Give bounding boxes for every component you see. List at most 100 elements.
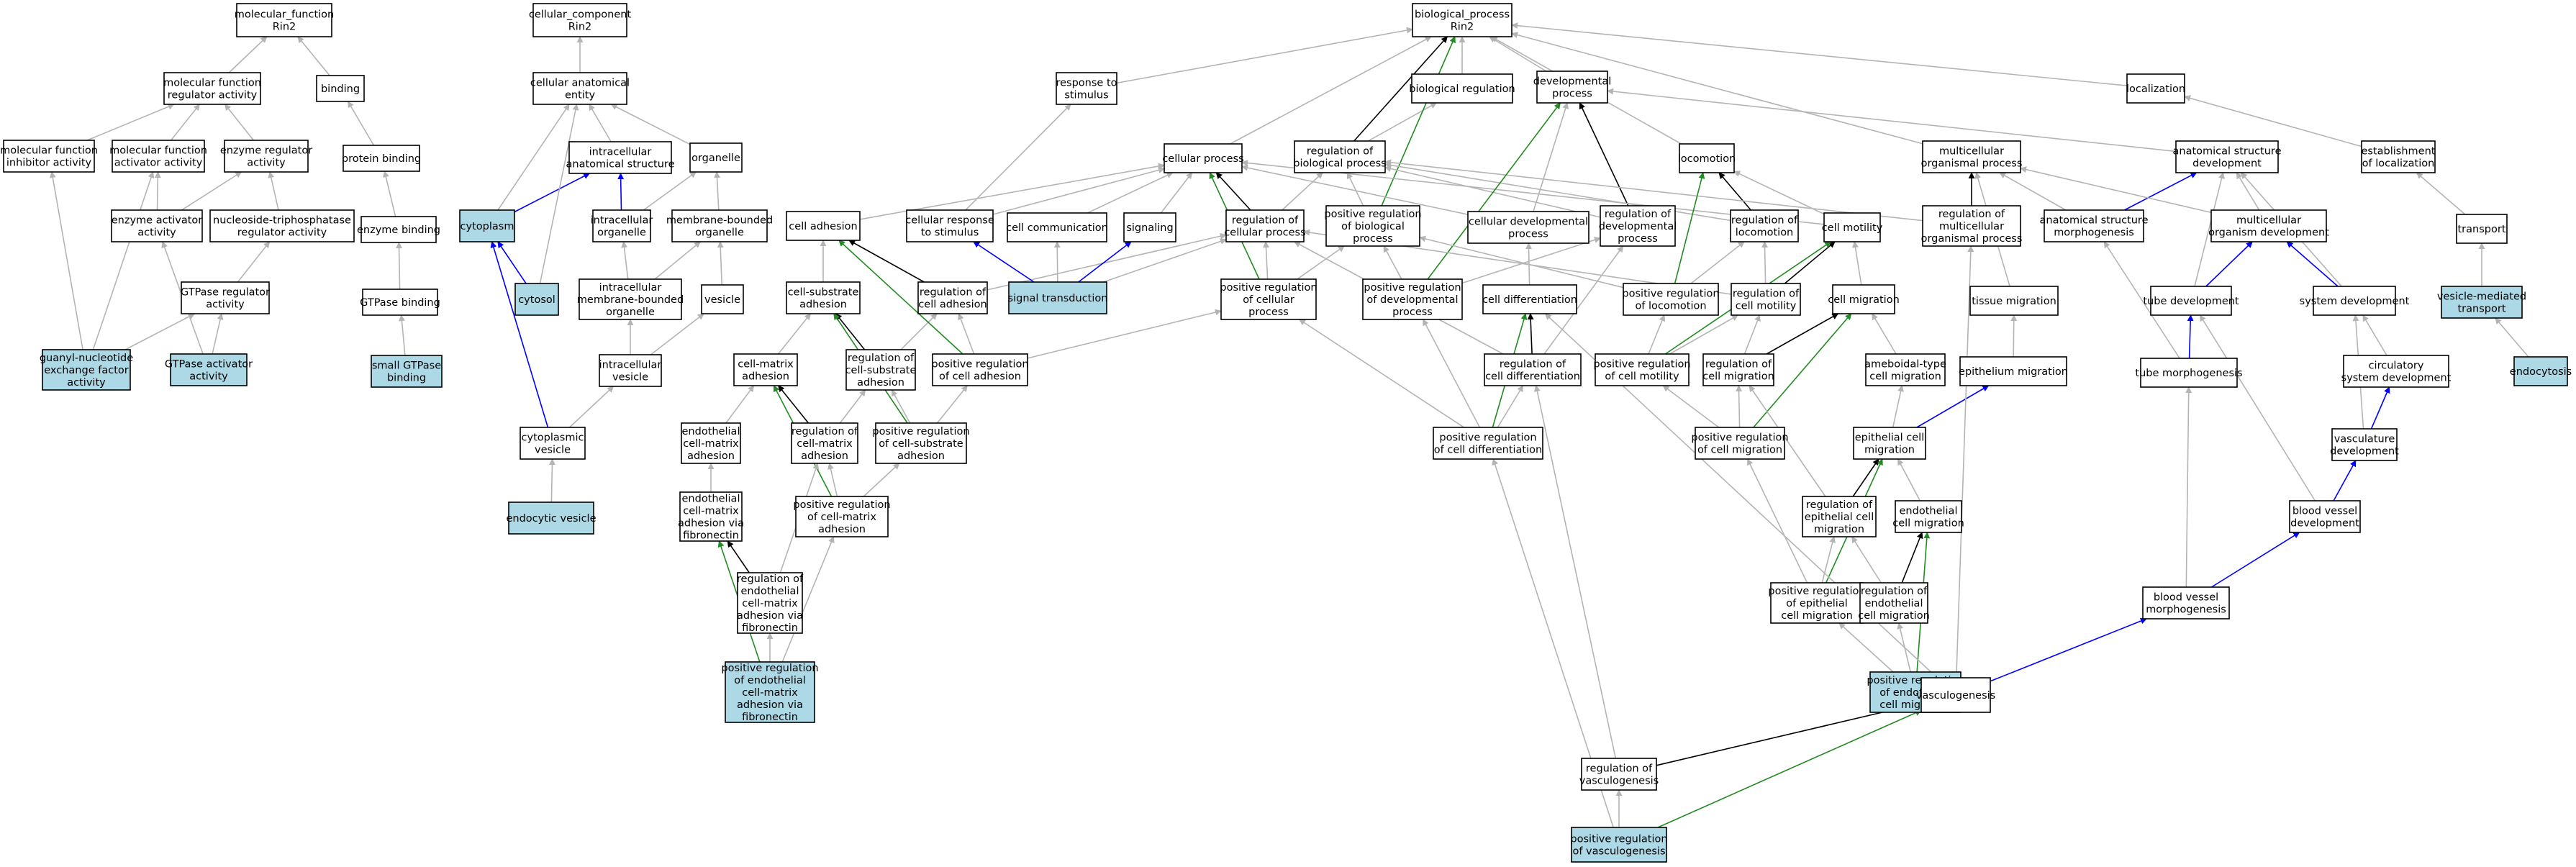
term-node-localization[interactable]: localization (2126, 73, 2185, 104)
term-node-sig-trans[interactable]: signal transduction (1008, 281, 1108, 314)
term-node-bio-reg[interactable]: biological regulation (1409, 73, 1515, 104)
term-node-cell-diff[interactable]: cell differentiation (1482, 284, 1577, 314)
term-node-transport[interactable]: transport (2456, 214, 2508, 244)
term-node-endocytosis[interactable]: endocytosis (2510, 356, 2572, 386)
term-node-sys-dev[interactable]: system development (2300, 286, 2410, 316)
term-node-organelle[interactable]: organelle (689, 142, 743, 173)
term-node-binding[interactable]: binding (316, 75, 365, 102)
term-node-endo-ves[interactable]: endocytic vesicle (506, 501, 597, 535)
edge-is-a-enz-act-to-enz-reg (181, 171, 242, 211)
term-node-epi-mig[interactable]: epithelium migration (1959, 356, 2068, 386)
term-node-gtp-bind[interactable]: GTPase binding (360, 289, 440, 316)
term-node-cell-proc[interactable]: cellular process (1162, 143, 1244, 173)
term-node-cell-motility[interactable]: cell motility (1822, 212, 1883, 242)
term-node-vasculogenesis[interactable]: vasculogenesis (1916, 677, 1995, 713)
term-node-prot-bind[interactable]: protein binding (342, 145, 421, 172)
term-box (1702, 353, 1774, 386)
term-node-cell-adh[interactable]: cell adhesion (786, 211, 861, 241)
term-node-tube-dev[interactable]: tube development (2143, 286, 2239, 316)
term-node-reg-endo-cm-fn[interactable]: regulation ofendothelialcell-matrixadhes… (737, 572, 804, 634)
term-node-signaling[interactable]: signaling (1123, 212, 1176, 242)
term-node-cell-mig[interactable]: cell migration (1828, 284, 1900, 314)
term-box (316, 75, 365, 102)
term-node-cytoplasm[interactable]: cytoplasm (459, 209, 515, 242)
term-node-cytosol[interactable]: cytosol (514, 283, 559, 316)
term-node-tube-morph[interactable]: tube morphogenesis (2135, 358, 2243, 388)
term-node-cell-comm[interactable]: cell communication (1006, 212, 1108, 242)
term-node-tissue-mig[interactable]: tissue migration (1969, 286, 2059, 316)
term-node-locomotion[interactable]: locomotion (1678, 143, 1736, 173)
term-node-vesicle[interactable]: vesicle (701, 284, 744, 314)
term-node-enz-bind[interactable]: enzyme binding (357, 216, 440, 243)
